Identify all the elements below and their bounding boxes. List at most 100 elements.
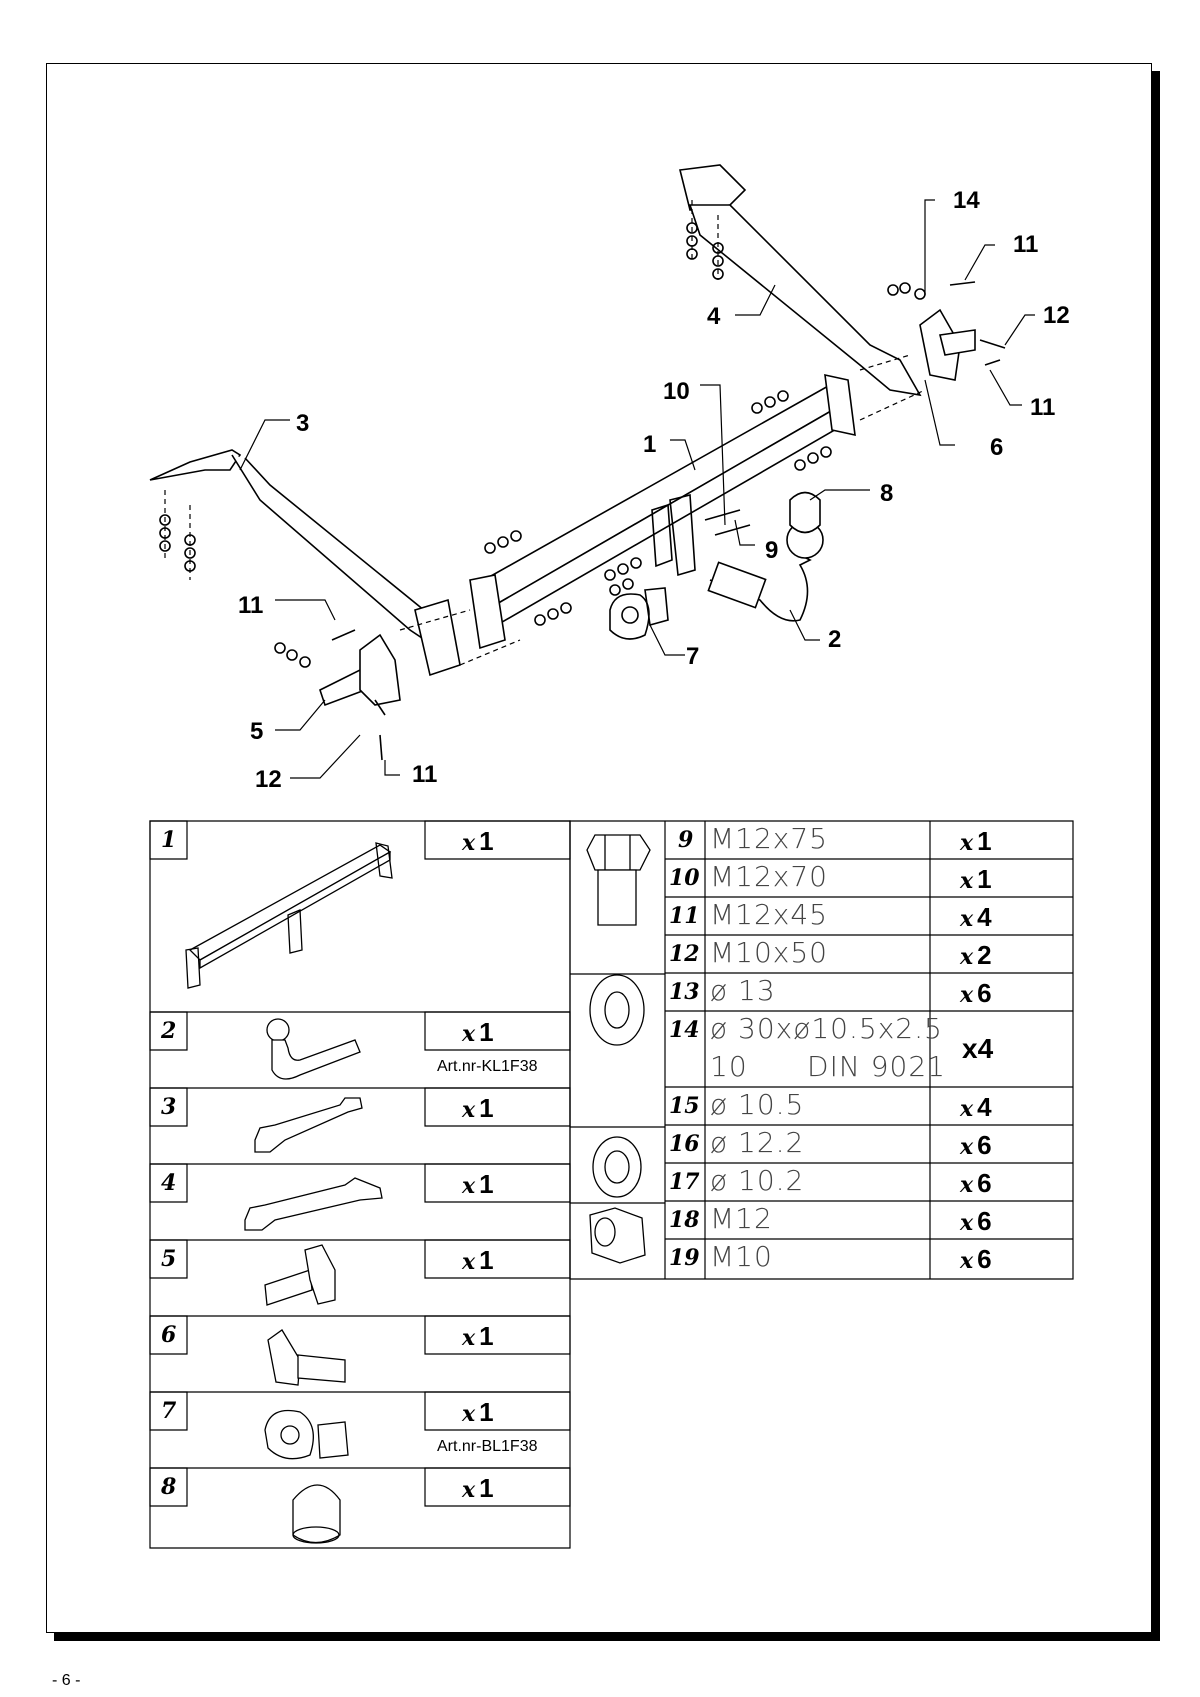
left-num-box: [150, 821, 187, 859]
qty-prefix: x: [960, 906, 974, 932]
callout-12: 12: [1043, 302, 1070, 329]
qty-prefix: x: [462, 1097, 476, 1123]
qty-value: 1: [479, 1473, 494, 1503]
left-num-box: [150, 1164, 187, 1202]
right-part-spec: M12x75: [710, 822, 828, 855]
qty-prefix: x: [960, 1210, 974, 1236]
callout-11b: 11: [1030, 394, 1056, 421]
callout-6: 6: [990, 434, 1004, 461]
right-part-spec: ø 13: [710, 974, 776, 1007]
left-part-number: 7: [161, 1398, 177, 1424]
qty-value: 6: [977, 1168, 992, 1198]
left-part-number: 1: [161, 827, 177, 853]
qty-prefix: x: [462, 1173, 476, 1199]
callout-8: 8: [880, 480, 894, 507]
left-qty-box: [425, 1164, 570, 1202]
right-part-qty: x4: [962, 1033, 994, 1064]
qty-prefix: x: [462, 1477, 476, 1503]
qty-prefix: x: [960, 868, 974, 894]
thumb-nut: [590, 1208, 645, 1263]
fastener-row-upper: [275, 283, 925, 667]
thumb-crossbar: [186, 843, 392, 988]
left-qty-box: [425, 1088, 570, 1126]
qty-value: 1: [977, 826, 992, 856]
qty-value: 1: [479, 826, 494, 856]
right-part-number: 15: [669, 1093, 700, 1119]
qty-prefix: x: [960, 1172, 974, 1198]
left-part-number: 8: [161, 1474, 177, 1500]
right-part-spec: M12x45: [710, 898, 828, 931]
left-qty-box: [425, 821, 570, 859]
callout-11d: 11: [412, 761, 438, 788]
callout-9: 9: [765, 537, 779, 564]
qty-prefix: x: [462, 1401, 476, 1427]
thumb-bracket-6: [268, 1330, 345, 1385]
qty-prefix: x: [960, 830, 974, 856]
crossbar-left-plate: [470, 575, 505, 648]
right-part-spec: M12x70: [710, 860, 828, 893]
qty-value: 1: [479, 1397, 494, 1427]
right-part-spec: ø 10.2: [710, 1164, 805, 1197]
right-part-spec: M10x50: [710, 936, 828, 969]
callout-14: 14: [953, 187, 980, 214]
left-qty-box: [425, 1468, 570, 1506]
right-part-number: 19: [669, 1245, 700, 1271]
qty-value: 1: [479, 1093, 494, 1123]
right-part-number: 14: [669, 1017, 700, 1043]
qty-value: 2: [977, 940, 992, 970]
callout-2: 2: [828, 626, 842, 653]
qty-value: 6: [977, 1130, 992, 1160]
qty-prefix: x: [462, 830, 476, 856]
thumb-arm-3: [255, 1098, 362, 1152]
qty-value: 6: [977, 1206, 992, 1236]
qty-value: 1: [479, 1321, 494, 1351]
left-part-number: 4: [161, 1170, 177, 1196]
article-number: Art.nr-KL1F38: [437, 1058, 538, 1075]
left-num-box: [150, 1392, 187, 1430]
right-part-number: 17: [669, 1169, 700, 1195]
qty-prefix: x: [462, 1325, 476, 1351]
left-num-box: [150, 1012, 187, 1050]
right-part-spec-line2: 10 DIN 9021: [710, 1050, 946, 1083]
qty-prefix: x: [960, 1096, 974, 1122]
left-part-number: 6: [161, 1322, 177, 1348]
callout-4: 4: [707, 303, 721, 330]
thumb-towball: [267, 1019, 360, 1079]
right-part-spec: ø 30xø10.5x2.5: [710, 1012, 943, 1045]
right-part-number: 11: [669, 903, 700, 929]
qty-value: 4: [977, 902, 992, 932]
crossbar-right-plate: [825, 375, 855, 435]
right-part-number: 16: [669, 1131, 700, 1157]
cap-part-8: [790, 493, 820, 533]
right-part-number: 9: [678, 827, 694, 853]
callout-10: 10: [663, 378, 690, 405]
qty-prefix: x: [960, 1134, 974, 1160]
left-qty-box: [425, 1240, 570, 1278]
callout-11c: 11: [238, 592, 264, 619]
left-num-box: [150, 1468, 187, 1506]
thumb-bolt: [587, 835, 650, 925]
left-part-number: 5: [161, 1246, 177, 1272]
callout-12b: 12: [255, 766, 282, 793]
right-part-number: 12: [669, 941, 700, 967]
side-arm-part-3: [150, 450, 240, 480]
right-part-spec: M12: [710, 1202, 773, 1235]
left-qty-box: [425, 1392, 570, 1430]
left-table-grid: [150, 821, 570, 1506]
qty-prefix: x: [462, 1249, 476, 1275]
qty-prefix: x: [960, 1248, 974, 1274]
left-part-number: 2: [161, 1018, 177, 1044]
